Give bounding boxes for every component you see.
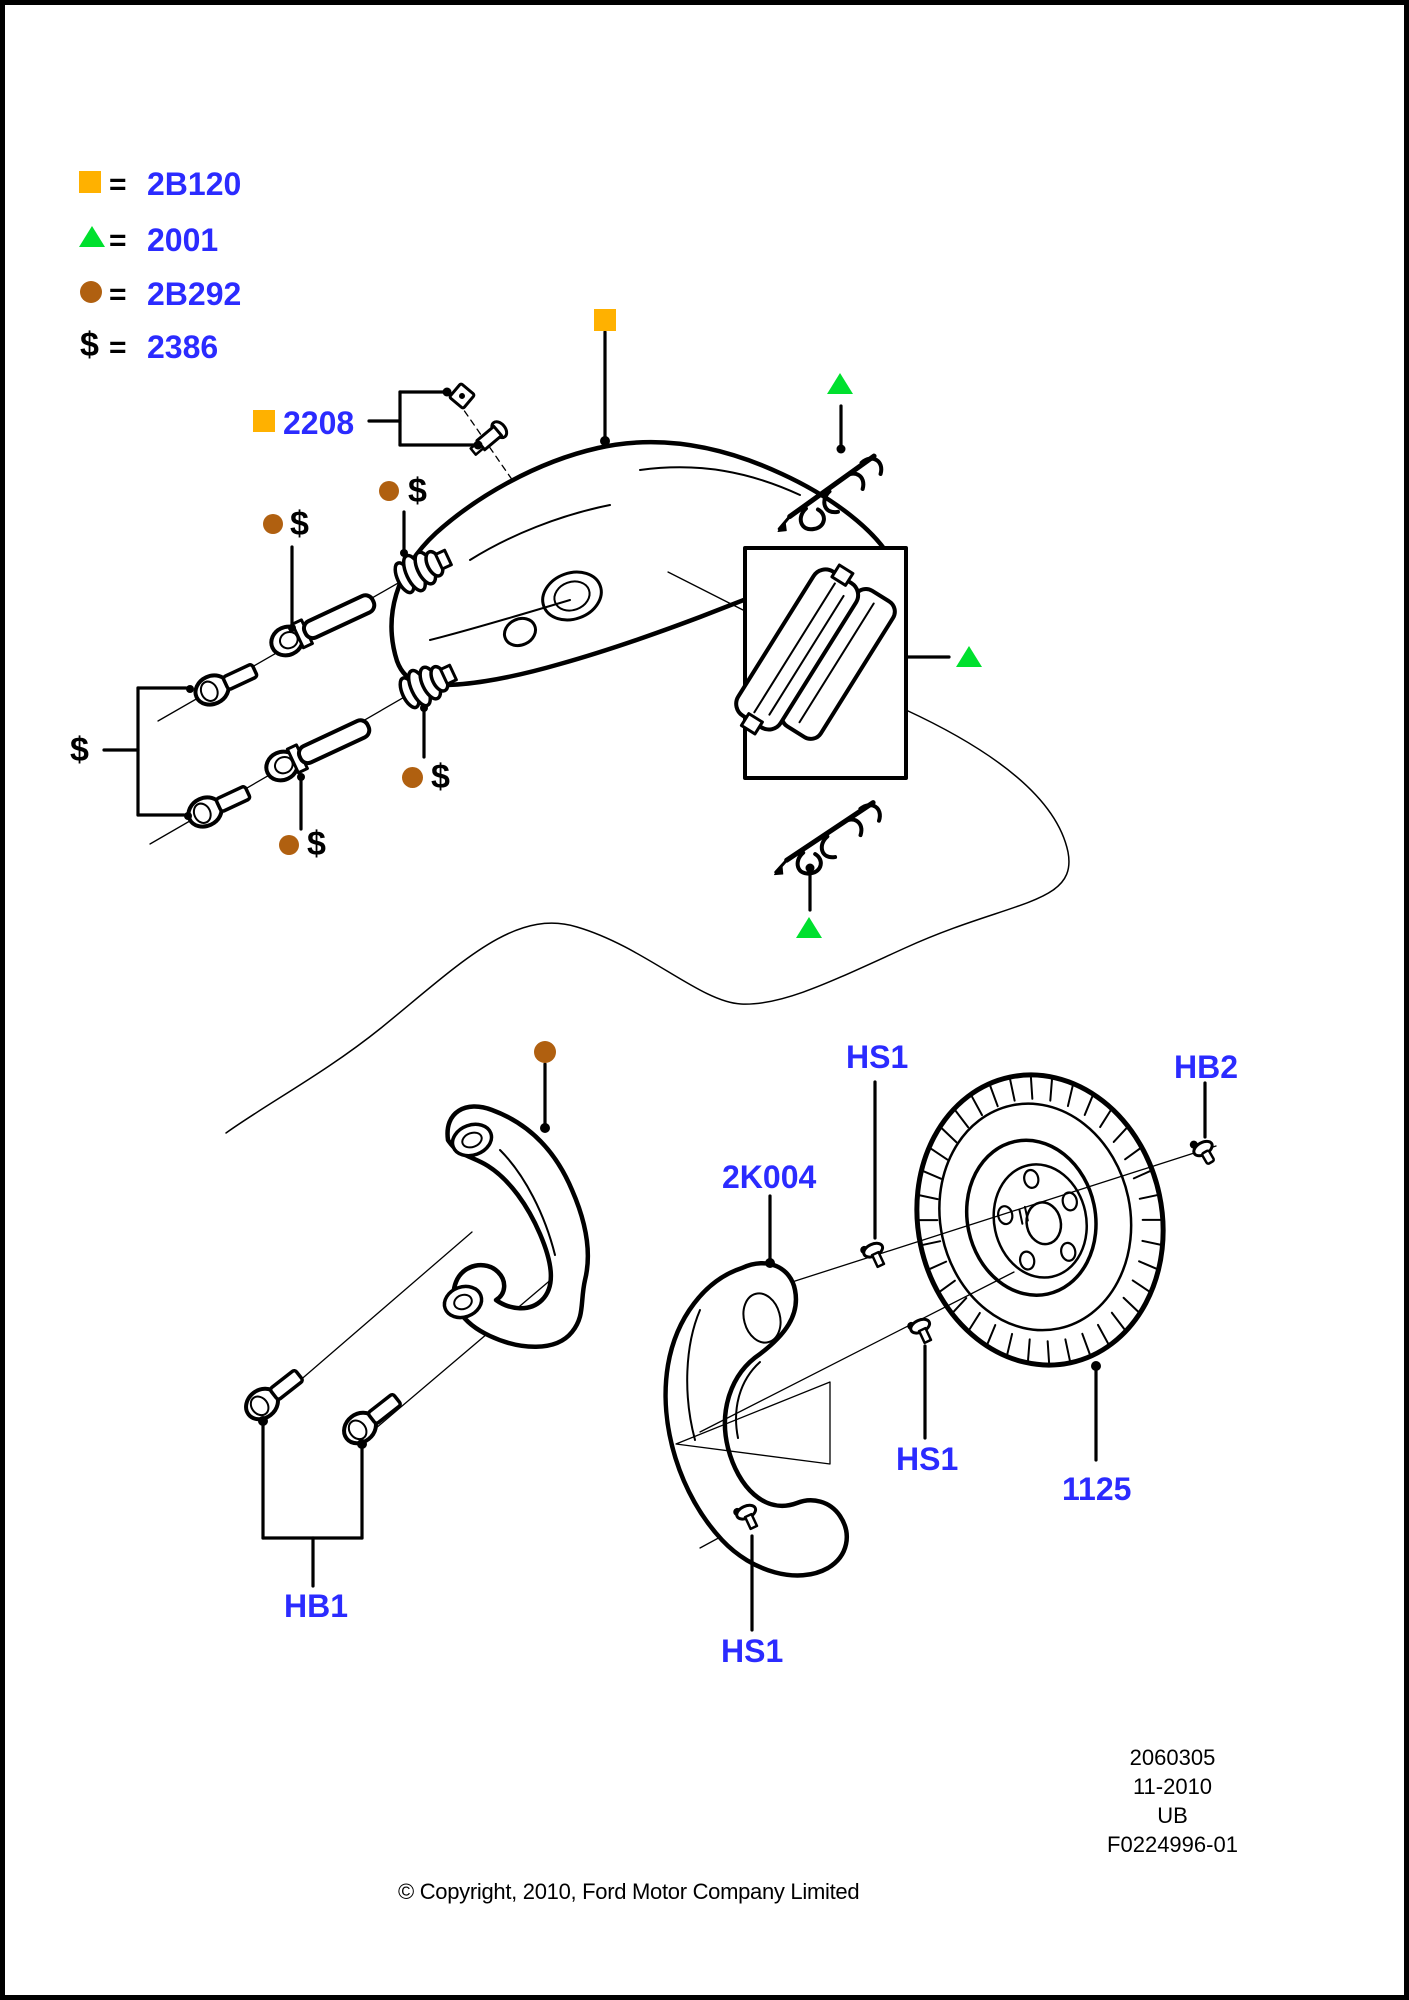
callout-hs1-mid[interactable]: HS1 xyxy=(896,1441,959,1477)
orange-square-icon xyxy=(79,171,101,193)
pad-clip-upper xyxy=(777,453,884,532)
dollar-icon: $ xyxy=(290,505,309,543)
dollar-icon: $ xyxy=(70,731,89,769)
hs1-pin-2 xyxy=(907,1317,933,1345)
hs1-pin-1 xyxy=(860,1241,886,1269)
brown-circle-icon xyxy=(534,1041,556,1063)
dollar-icon: $ xyxy=(80,326,99,364)
callout-hs1-top[interactable]: HS1 xyxy=(846,1039,909,1075)
brown-circle-icon xyxy=(279,835,299,855)
anchor-bracket xyxy=(442,1104,591,1349)
splash-shield xyxy=(663,1261,849,1578)
reference-block: 2060305 11-2010 UB F0224996-01 xyxy=(1095,1747,1250,1863)
hb2-rivet xyxy=(1189,1139,1215,1165)
legend-code-2b292[interactable]: 2B292 xyxy=(147,276,242,312)
hs1-pin-3 xyxy=(733,1503,759,1531)
orange-square-icon xyxy=(253,410,275,432)
brake-pads-box xyxy=(667,546,908,780)
disc-axis-lines xyxy=(699,1145,1217,1433)
brake-disc xyxy=(914,1072,1166,1368)
dollar-icon: $ xyxy=(408,472,427,510)
orange-square-icon xyxy=(594,309,616,331)
dollar-icon: $ xyxy=(307,825,326,863)
callout-hs1-bottom[interactable]: HS1 xyxy=(721,1633,784,1669)
legend-equals: = xyxy=(109,278,127,311)
dollar-icon: $ xyxy=(431,758,450,796)
hb1-bolt-1 xyxy=(244,1369,304,1422)
guide-pin-bolt-1 xyxy=(193,663,259,707)
guide-pin-boot-1 xyxy=(393,548,453,595)
green-triangle-icon xyxy=(956,646,982,667)
legend-equals: = xyxy=(109,168,127,201)
reference-number: 2060305 xyxy=(1129,1745,1216,1770)
guide-pin-bolt-2 xyxy=(186,785,252,829)
legend-code-2001[interactable]: 2001 xyxy=(147,222,219,258)
guide-pin-boot-2 xyxy=(398,663,458,710)
guide-pin-2 xyxy=(264,718,372,783)
callout-hb1[interactable]: HB1 xyxy=(284,1588,349,1624)
guide-pin-1 xyxy=(269,593,377,658)
copyright-text: © Copyright, 2010, Ford Motor Company Li… xyxy=(398,1879,860,1904)
flow-curve xyxy=(225,709,1070,1134)
legend-code-2b120[interactable]: 2B120 xyxy=(147,166,242,202)
brown-circle-icon xyxy=(402,767,423,788)
legend-equals: = xyxy=(109,331,127,364)
green-triangle-icon xyxy=(796,917,822,938)
callout-2k004[interactable]: 2K004 xyxy=(722,1159,817,1195)
brown-circle-icon xyxy=(80,281,102,303)
callout-1125[interactable]: 1125 xyxy=(1062,1471,1132,1507)
pad-clip-lower xyxy=(774,800,882,876)
leader-dots xyxy=(184,387,1101,1449)
legend-equals: = xyxy=(109,224,127,257)
reference-date: 11-2010 xyxy=(1132,1774,1213,1799)
figure-number: F0224996-01 xyxy=(1107,1832,1238,1857)
brown-circle-icon xyxy=(263,514,283,534)
green-triangle-icon xyxy=(79,226,105,247)
green-triangle-icon xyxy=(827,373,853,394)
callout-hb2[interactable]: HB2 xyxy=(1174,1049,1239,1085)
hb1-bolt-2 xyxy=(342,1393,402,1446)
brown-circle-icon xyxy=(379,481,399,501)
market-code: UB xyxy=(1157,1803,1188,1828)
leader-lines xyxy=(102,330,1207,1632)
callout-2208[interactable]: 2208 xyxy=(283,405,355,441)
legend-code-2386[interactable]: 2386 xyxy=(147,329,219,365)
